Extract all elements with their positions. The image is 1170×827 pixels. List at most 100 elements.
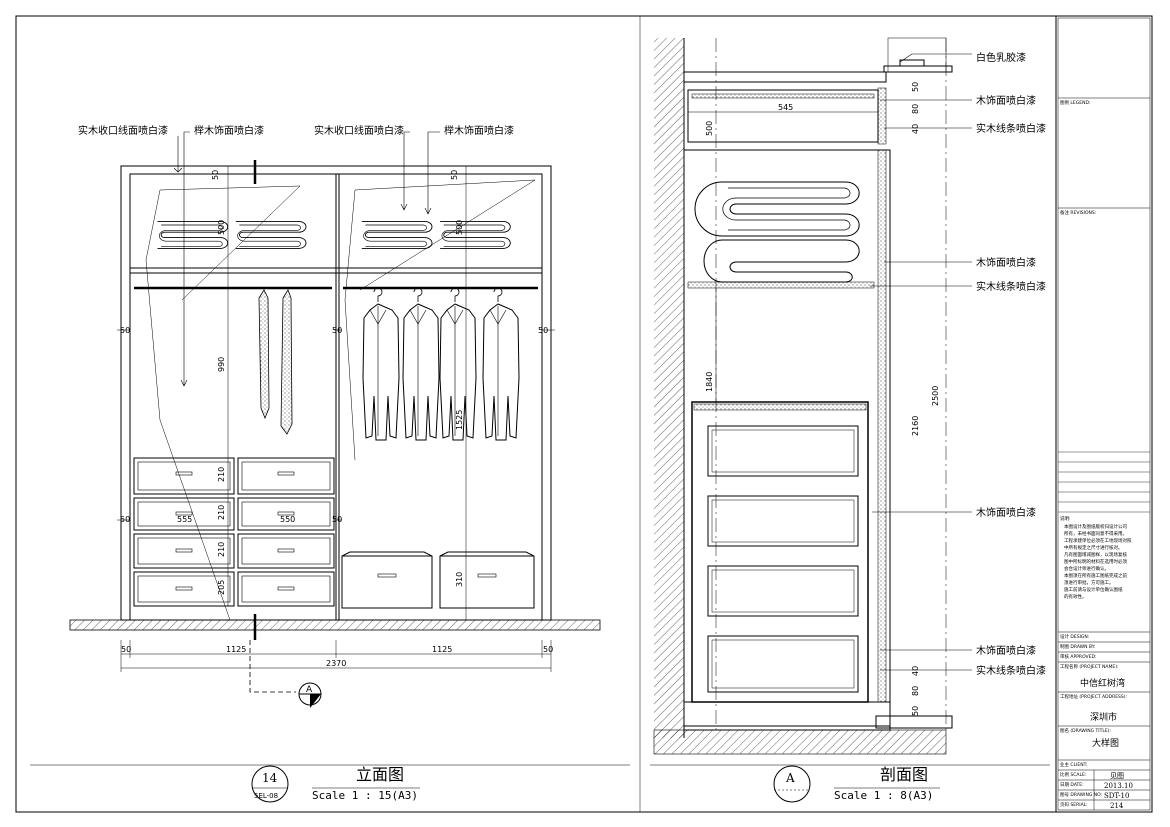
svg-text:本图须在所有施工图纸完成之前: 本图须在所有施工图纸完成之前 [1064,572,1127,579]
dim-50: 50 [120,326,130,335]
dim-50: 50 [538,326,548,335]
svg-text:施工前请与设计单位确认图纸: 施工前请与设计单位确认图纸 [1064,586,1123,593]
drawn-label: 制图 DRAWN BY: [1060,643,1095,650]
view-reference: 5EL-08 [254,792,278,800]
dim-210: 210 [217,505,226,520]
label-trim-right: 实木收口线面喷白漆 [314,124,404,137]
project-name-label: 工程名称 (PROJECT NAME): [1060,663,1119,670]
dim-50: 50 [911,706,920,716]
svg-text:会合设计师进行确认。: 会合设计师进行确认。 [1064,565,1109,572]
label-white-latex-paint: 白色乳胶漆 [976,51,1026,64]
elevation-title-bubble: 14 5EL-08 [251,765,289,803]
view-number: 14 [262,771,278,785]
dim-1840: 1840 [705,372,714,392]
label-wood-veneer: 木饰面喷白漆 [976,94,1036,107]
dim-210: 210 [217,467,226,482]
section-scale: Scale 1 : 8(A3) [834,789,933,802]
elevation-view: 50 50 500 500 990 1525 210 210 210 205 3… [30,124,630,803]
folded-clothes-icon [361,220,433,249]
dim-50: 50 [450,170,459,180]
dim-500: 500 [705,121,714,136]
elevation-scale: Scale 1 : 15(A3) [312,789,418,802]
label-veneer-left: 榉木饰面喷白漆 [194,124,264,137]
drawing-title-label: 图名 (DRAWING TITLE): [1060,727,1111,734]
dim-50: 50 [332,326,342,335]
approved-label: 审核 APPROVED: [1060,653,1096,660]
svg-text:中所有规定之尺寸进行核对。: 中所有规定之尺寸进行核对。 [1064,544,1123,551]
dim-50: 50 [911,82,920,92]
dim-500: 500 [455,220,464,235]
dim-50: 50 [120,515,130,524]
dim-1525: 1525 [455,410,464,430]
label-wood-veneer: 木饰面喷白漆 [976,506,1036,519]
svg-text:凡有图面增减图样，以现场复核: 凡有图面增减图样，以现场复核 [1064,551,1127,558]
notes-text: 本图设计及图纸版权归设计公司 所有，未经书面同意不得采用。 工程承建单位必须在工… [1064,523,1132,600]
shirt-icon [362,287,400,441]
date-value: 2013.10 [1104,782,1133,790]
section-title: 剖面图 [880,765,928,784]
label-veneer-right: 榉木饰面喷白漆 [444,124,514,137]
design-label: 设计 DESIGN: [1060,633,1089,640]
svg-text:的有效性。: 的有效性。 [1064,593,1087,600]
section-drawers [707,425,859,693]
dim-210: 210 [217,542,226,557]
dim-550: 550 [280,515,295,524]
tie-icon [258,289,293,435]
project-address-label: 工程地址 (PROJECT ADDRESS): [1060,693,1127,700]
section-cut-marker: A [298,682,322,708]
svg-text:工程承建单位必须在工地现场对照: 工程承建单位必须在工地现场对照 [1064,537,1132,544]
dim-310: 310 [455,572,464,587]
dim-bottom-1125: 1125 [226,645,246,654]
notes-label: 说明: [1060,515,1071,522]
elevation-title: 立面图 [356,765,404,784]
dim-555: 555 [177,515,192,524]
drawing-no-label: 图号 DRAWING NO: [1060,792,1102,798]
drawing-no-value: SDT-10 [1104,792,1129,800]
dim-990: 990 [217,357,226,372]
label-wood-veneer: 木饰面喷白漆 [976,644,1036,657]
svg-text:图中所标明的材料在选用时必须: 图中所标明的材料在选用时必须 [1064,558,1127,565]
folded-clothes-icon [235,220,307,249]
dim-80: 80 [911,104,920,114]
label-solid-wood-trim: 实木线条喷白漆 [976,664,1046,677]
revisions-label: 备注 REVISIONS: [1060,209,1096,216]
dim-50: 50 [332,515,342,524]
dim-bottom-1125: 1125 [432,645,452,654]
wall-left [654,38,684,738]
dim-40: 40 [911,666,920,676]
dim-bottom-50: 50 [543,645,553,654]
date-label: 日期 DATE: [1060,782,1084,788]
shirt-icon [482,287,520,441]
label-trim-left: 实木收口线面喷白漆 [78,124,168,137]
project-address: 深圳市 [1090,711,1117,723]
section-view: 545 500 50 80 40 1840 2160 2500 40 80 50… [650,37,1050,803]
svg-text:所有，未经书面同意不得采用。: 所有，未经书面同意不得采用。 [1064,530,1127,537]
drawing-title: 大样图 [1092,737,1119,749]
label-solid-wood-trim: 实木线条喷白漆 [976,280,1046,293]
client-label: 业主 CLIENT: [1060,761,1087,768]
floor-slab [69,619,601,631]
section-floor [653,729,947,755]
shirt-icon [402,287,440,441]
legend-label: 图例 LEGEND: [1060,99,1090,106]
svg-text:本图设计及图纸版权归设计公司: 本图设计及图纸版权归设计公司 [1064,523,1127,530]
serial-value: 214 [1110,802,1124,810]
scale-label: 比例 SCALE: [1060,771,1086,778]
folded-blanket-icon [694,181,860,283]
dim-545: 545 [778,103,793,112]
svg-text:须进行审批，方可施工。: 须进行审批，方可施工。 [1064,579,1114,586]
dim-2160: 2160 [911,416,920,436]
dim-80: 80 [911,686,920,696]
sheet-border [15,15,1153,813]
svg-text:A: A [306,685,313,695]
dim-bottom-2370: 2370 [326,659,346,668]
folded-clothes-icon [439,220,511,249]
dim-50: 50 [211,170,220,180]
title-block: 图例 LEGEND: 备注 REVISIONS: 说明: 本图设计及图纸版权归设… [1055,15,1153,813]
scale-value: 见图 [1110,772,1124,780]
basket-drawers-right [341,551,535,609]
drawer-stack-left [133,457,335,607]
section-title-bubble: A [773,765,811,803]
dim-bottom-50: 50 [121,645,131,654]
